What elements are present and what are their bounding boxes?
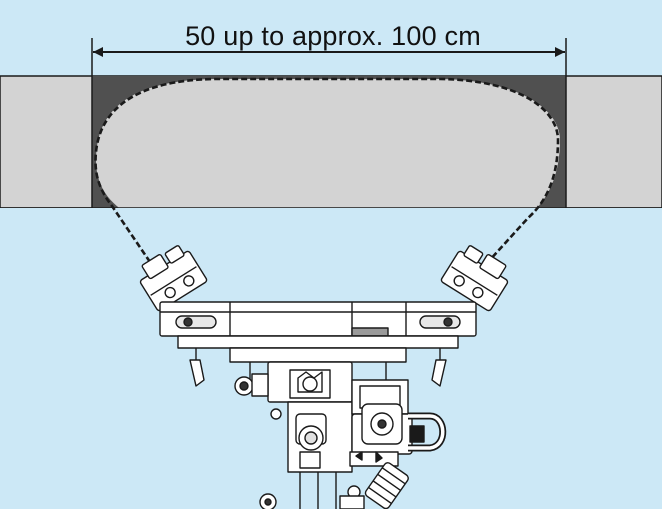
machine-icon [139,245,509,509]
work-area-outline-icon [94,77,560,263]
hose-connector-icon [364,462,409,509]
work-area-fill [96,79,560,214]
wall-section [0,75,662,214]
left-arm [139,245,208,312]
dimension-marker [91,38,567,76]
right-arm [440,245,509,312]
